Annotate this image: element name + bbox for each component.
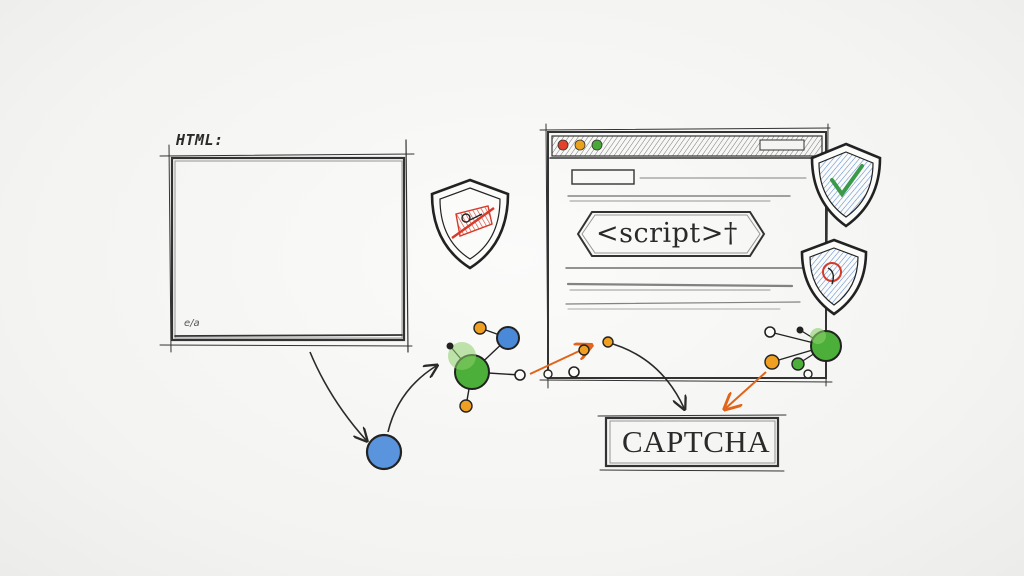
html-label: HTML: <box>176 131 224 149</box>
close-dot-icon <box>557 139 569 151</box>
middle-nodes <box>543 336 614 379</box>
maximize-dot-icon <box>591 139 603 151</box>
green-node <box>791 357 805 371</box>
right-node-cluster <box>764 326 842 379</box>
small-node <box>514 369 526 381</box>
arrow-right-cluster-to-captcha <box>726 371 767 408</box>
left-node-cluster <box>446 321 526 413</box>
small-node <box>803 369 813 379</box>
check-shield-icon <box>810 142 882 228</box>
script-tag-label: <script>† <box>596 218 738 249</box>
blue-start-node <box>365 433 403 471</box>
blue-node <box>496 326 520 350</box>
minimize-dot-icon <box>574 139 586 151</box>
blue-shield-icon <box>800 238 868 316</box>
orange-node <box>459 399 473 413</box>
captcha-label: CAPTCHA <box>622 424 771 459</box>
html-box <box>159 139 415 353</box>
small-node <box>764 326 776 338</box>
small-node <box>446 342 454 350</box>
small-node <box>796 326 804 334</box>
corner-note: e/a <box>184 318 200 329</box>
captcha-box <box>597 414 787 472</box>
arrow-node-to-cluster <box>387 366 436 433</box>
orange-node <box>764 354 780 370</box>
orange-node <box>473 321 487 335</box>
arrow-to-captcha <box>605 341 684 408</box>
broken-lock-shield-icon <box>430 178 510 270</box>
arrow-html-to-node <box>309 351 366 440</box>
